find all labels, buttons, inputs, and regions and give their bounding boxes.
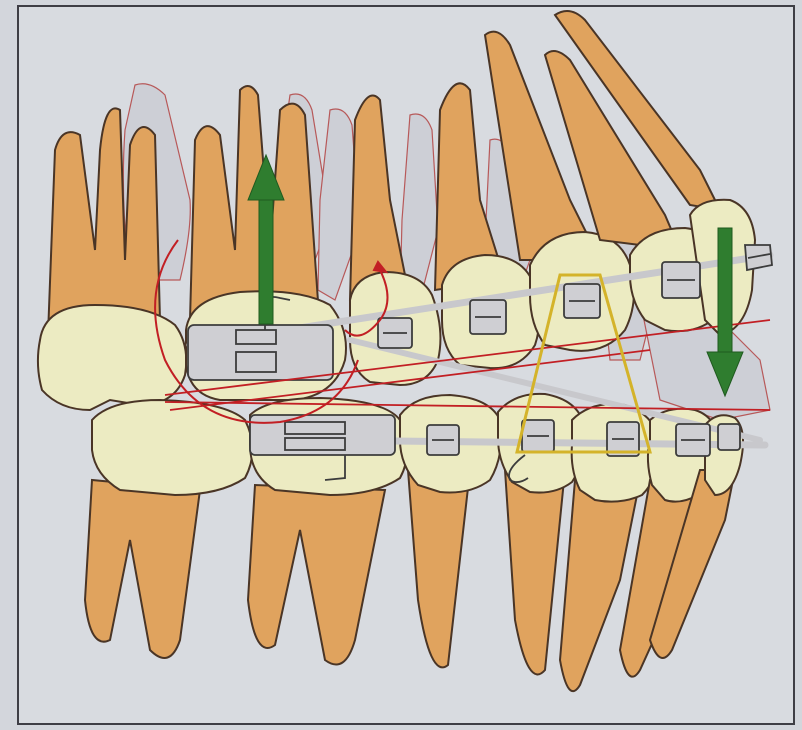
bracket-upper-central: [745, 245, 772, 270]
bracket-lower-lateral: [676, 424, 710, 456]
bracket-upper-pm1: [470, 300, 506, 334]
bracket-upper-pm2: [378, 318, 412, 348]
bracket-upper-lateral: [662, 262, 700, 298]
bracket-upper-canine: [564, 284, 600, 318]
bracket-lower-pm1: [522, 420, 554, 452]
bracket-lower-pm2: [427, 425, 459, 455]
bracket-lower-central: [718, 424, 740, 450]
